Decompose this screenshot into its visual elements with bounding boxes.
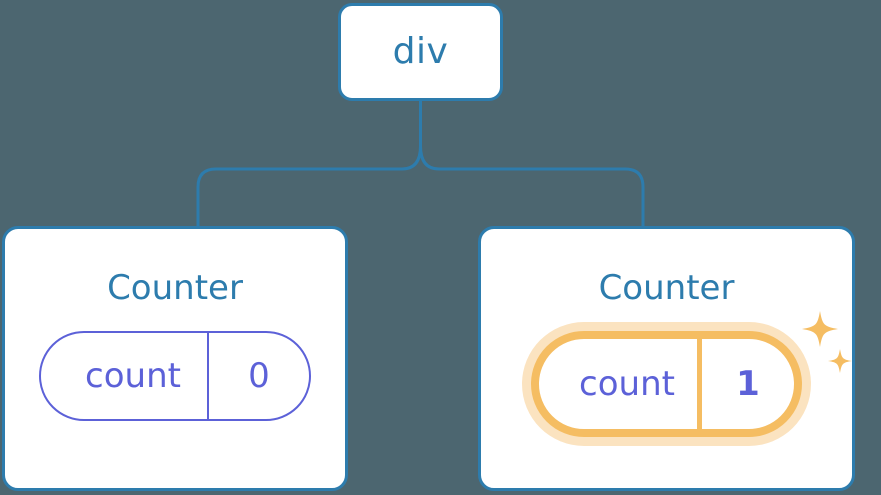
node-div[interactable]: div [338,3,503,101]
node-counter-right[interactable]: Counter count 1 [478,226,855,491]
node-counter-left[interactable]: Counter count 0 [2,226,348,491]
sparkle-large-icon [801,311,838,347]
state-key: count [85,356,181,396]
state-key: count [579,364,675,404]
state-pill[interactable]: count 0 [39,331,311,421]
state-pill-highlighted[interactable]: count 1 [531,331,802,437]
state-pill-wrapper: count 1 [531,311,852,437]
state-value: 1 [696,339,794,429]
counter-title: Counter [107,268,243,308]
sparkle-group [801,311,852,373]
counter-title: Counter [598,268,735,308]
state-pill-wrapper: count 0 [39,331,311,421]
connector-left-branch [196,145,422,226]
state-value: 0 [206,333,309,419]
node-div-label: div [392,31,449,72]
sparkle-small-icon [827,349,852,373]
connector-right-branch [419,145,645,226]
